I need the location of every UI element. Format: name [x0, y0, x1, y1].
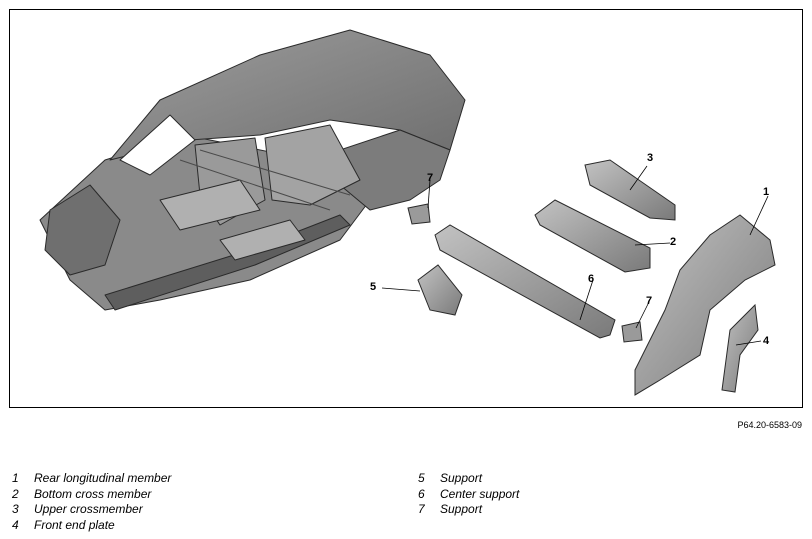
legend-label: Bottom cross member: [34, 486, 152, 501]
legend-number: 5: [418, 471, 425, 485]
legend-number: 6: [418, 486, 425, 501]
callout-7-top: 7: [427, 172, 434, 184]
callout-7-bottom: 7: [646, 295, 653, 307]
legend-label: Front end plate: [34, 517, 115, 532]
legend-number: 4: [12, 517, 19, 532]
part-center-support: [434, 224, 616, 339]
legend-label: Support: [440, 502, 483, 516]
legend-label: Center support: [440, 486, 520, 501]
part-bottom-cross-member: [534, 199, 651, 273]
legend-item: 7 Support: [418, 502, 519, 518]
part-support-7a: [407, 203, 431, 225]
legend-number: 3: [12, 502, 19, 516]
callout-6: 6: [588, 273, 595, 285]
part-support-5: [417, 264, 463, 316]
callout-5: 5: [370, 281, 377, 293]
legend-item: 5 Support: [418, 471, 519, 487]
legend-number: 2: [12, 486, 19, 501]
legend-item: 6 Center support: [418, 487, 519, 503]
callout-3: 3: [647, 152, 654, 164]
diagram-frame: 3 2 1 4 5 6 7 7: [9, 9, 803, 408]
legend-item: 4 Front end plate: [12, 518, 171, 534]
car-body-shell: [39, 29, 466, 311]
legend-number: 7: [418, 502, 425, 516]
legend-label: Rear longitudinal member: [34, 471, 172, 485]
callout-4: 4: [763, 335, 770, 347]
legend-label: Upper crossmember: [34, 502, 143, 516]
legend-label: Support: [440, 471, 483, 485]
figure-code: P64.20-6583-09: [737, 420, 802, 430]
car-body-illustration: [39, 29, 776, 396]
part-front-end-plate: [721, 303, 759, 393]
legend-item: 2 Bottom cross member: [12, 487, 171, 503]
callout-2: 2: [670, 236, 677, 248]
callout-1: 1: [763, 186, 770, 198]
legend-item: 1 Rear longitudinal member: [12, 471, 171, 487]
part-rear-longitudinal-member: [634, 214, 776, 396]
leader-lines: [381, 165, 769, 346]
legend-left: 1 Rear longitudinal member 2 Bottom cross …: [12, 471, 171, 533]
legend-number: 1: [12, 471, 19, 485]
legend-item: 3 Upper crossmember: [12, 502, 171, 518]
part-support-7b: [621, 321, 643, 343]
